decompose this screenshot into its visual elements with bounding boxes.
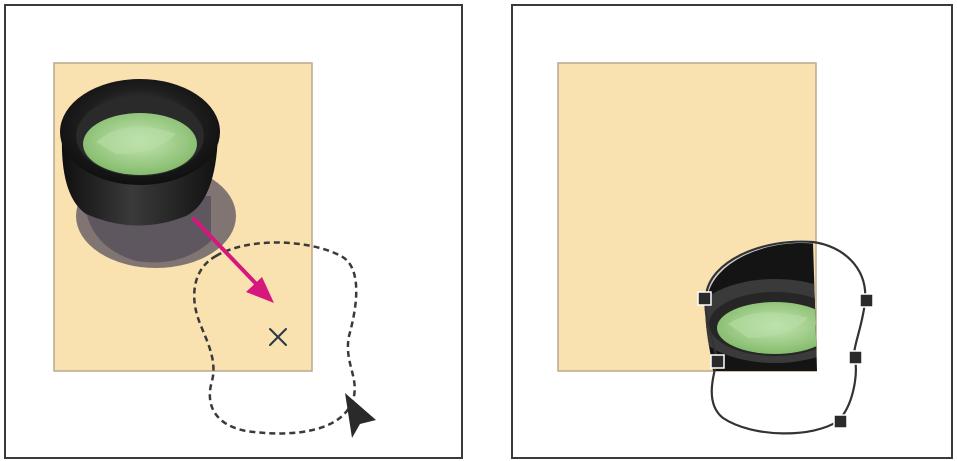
right-canvas: [513, 6, 951, 457]
anchor-point[interactable]: [849, 351, 862, 364]
anchor-point[interactable]: [834, 415, 847, 428]
anchor-point[interactable]: [698, 292, 711, 305]
tea-bowl-image: [60, 79, 236, 268]
anchor-point[interactable]: [860, 294, 873, 307]
anchor-point[interactable]: [711, 355, 724, 368]
right-panel: [511, 4, 953, 459]
left-canvas: [6, 6, 461, 457]
pointer-arrow-icon: [345, 393, 376, 438]
left-panel: [4, 4, 463, 459]
